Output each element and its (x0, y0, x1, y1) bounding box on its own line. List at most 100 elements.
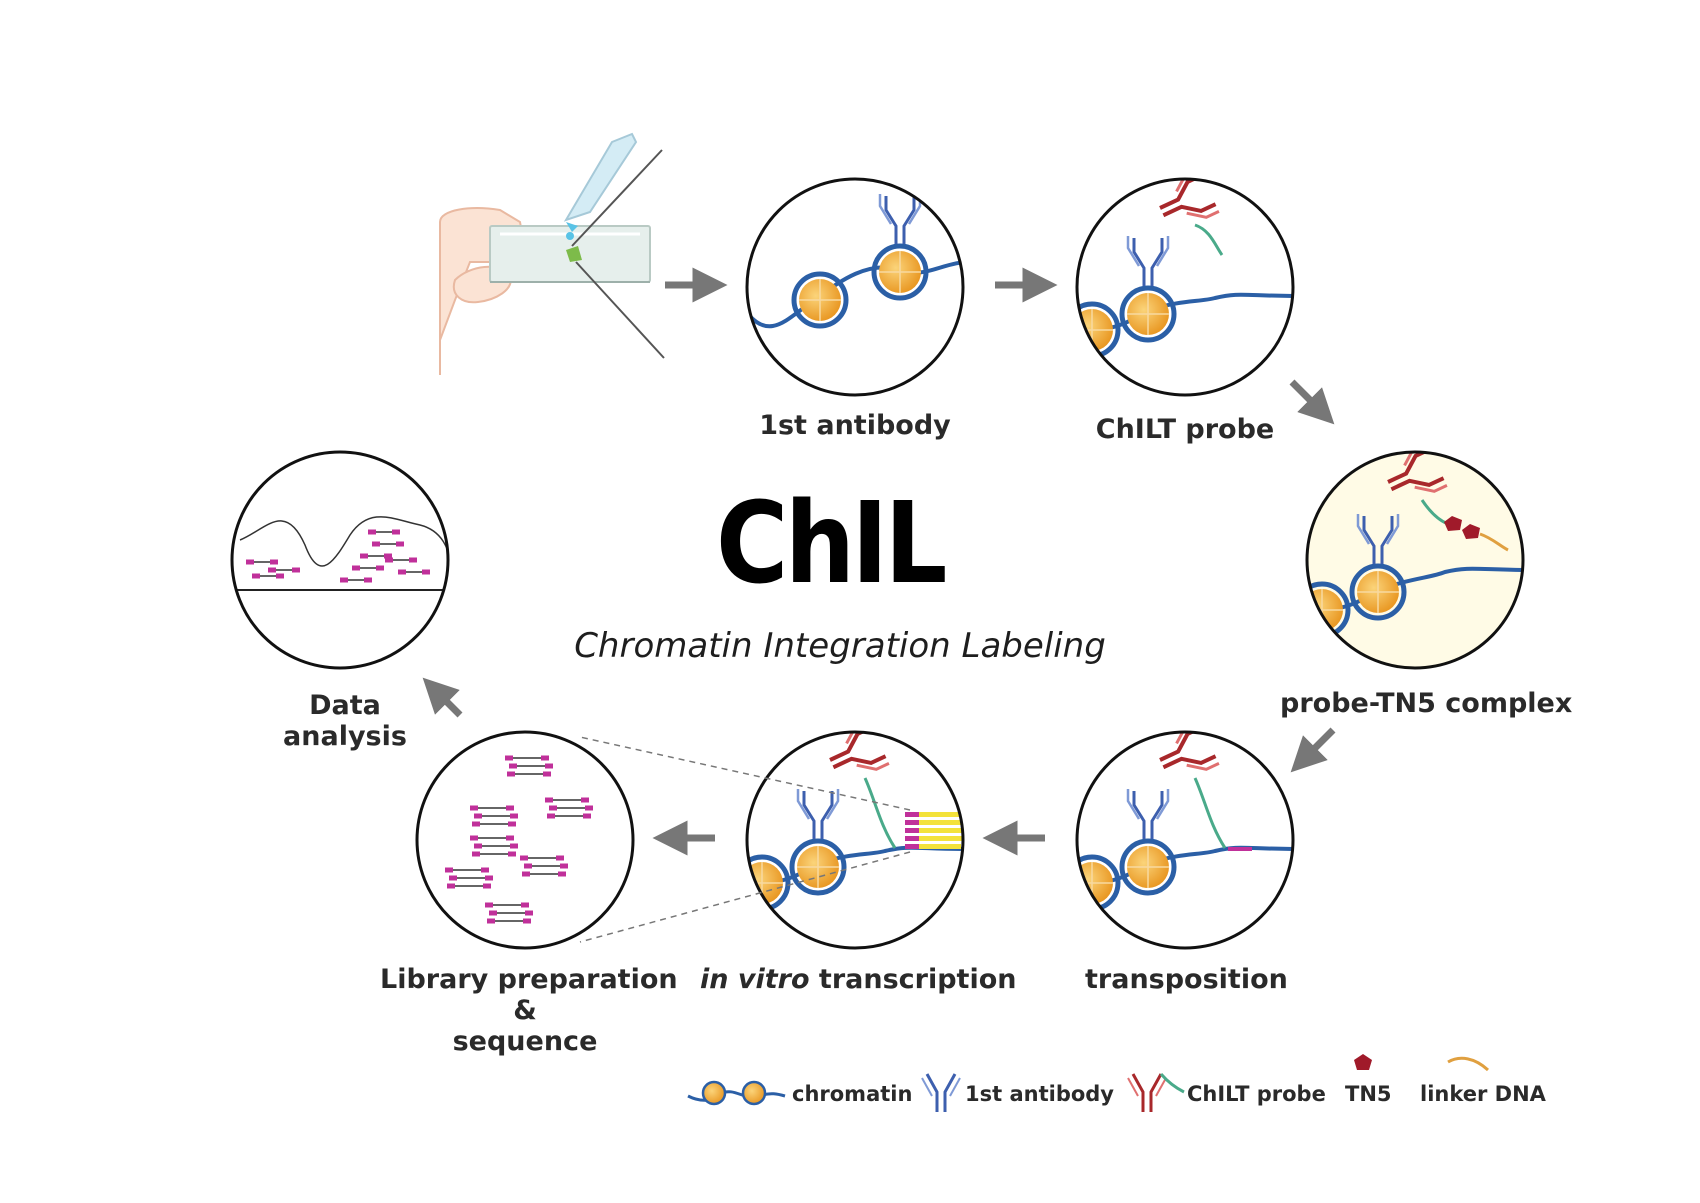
read-cap (368, 529, 376, 535)
read-cap (474, 843, 482, 849)
legend-antibody-label: 1st antibody (965, 1082, 1114, 1106)
read-cap (252, 573, 260, 579)
label-in-vitro-italic: in vitro (700, 964, 810, 995)
read-cap (543, 771, 551, 777)
read-cap (487, 918, 495, 924)
read-cap (510, 843, 518, 849)
read-cap (392, 529, 400, 535)
label-library-preparation: Library preparation & sequence (380, 964, 678, 1057)
read-cap (560, 863, 568, 869)
read-cap (508, 851, 516, 857)
read-cap (409, 557, 417, 563)
read-cap (506, 805, 514, 811)
step-complex-circle (1305, 450, 1525, 670)
read-cap (522, 871, 530, 877)
read-cap (549, 805, 557, 811)
read-cap (520, 855, 528, 861)
read-cap (372, 541, 380, 547)
read-cap (449, 875, 457, 881)
read-cap (483, 883, 491, 889)
legend-probe-label: ChILT probe (1187, 1082, 1326, 1106)
read-cap (508, 821, 516, 827)
arrow-4 (1290, 727, 1336, 773)
read-cap (541, 755, 549, 761)
read-cap (585, 805, 593, 811)
tissue-slide-illustration (439, 132, 665, 375)
read-cap (360, 553, 368, 559)
read-cap (506, 835, 514, 841)
step-library-circle (415, 730, 635, 950)
read-cap (481, 867, 489, 873)
read-cap (485, 902, 493, 908)
read-cap (292, 567, 300, 573)
label-1st-antibody: 1st antibody (759, 410, 951, 441)
read-cap (558, 871, 566, 877)
read-cap (352, 565, 360, 571)
step-ivt-circle (745, 730, 965, 950)
legend-linker-icon (1447, 1056, 1490, 1072)
read-cap (270, 559, 278, 565)
label-data-line2: analysis (283, 721, 407, 752)
read-cap (507, 771, 515, 777)
read-cap (422, 569, 430, 575)
diagram-subtitle: Chromatin Integration Labeling (574, 626, 1106, 666)
read-cap (470, 805, 478, 811)
read-cap (472, 851, 480, 857)
legend-tn5-label: TN5 (1345, 1082, 1392, 1106)
step-antibody-circle (745, 177, 965, 397)
read-cap (581, 797, 589, 803)
read-cap (525, 910, 533, 916)
read-cap (376, 565, 384, 571)
label-library-line1: Library preparation (380, 964, 678, 995)
label-probe-tn5-complex: probe-TN5 complex (1280, 688, 1573, 719)
label-transposition: transposition (1085, 964, 1288, 995)
step-transposition-circle (1075, 730, 1295, 950)
read-cap (545, 797, 553, 803)
label-chilt-probe: ChILT probe (1095, 414, 1275, 445)
label-library-line2: & (513, 995, 537, 1026)
read-cap (489, 910, 497, 916)
arrow-3 (1289, 379, 1335, 425)
flow-arrows (422, 267, 1336, 856)
label-data-analysis: Data analysis (270, 690, 420, 752)
read-cap (583, 813, 591, 819)
read-cap (447, 883, 455, 889)
legend-antibody-icon (921, 1073, 961, 1112)
read-cap (364, 577, 372, 583)
legend-probe-icon (1127, 1073, 1185, 1112)
label-transcription: transcription (809, 964, 1017, 995)
read-cap (445, 867, 453, 873)
read-cap (398, 569, 406, 575)
diagram-title: ChIL (716, 479, 947, 609)
read-cap (485, 875, 493, 881)
read-cap (547, 813, 555, 819)
read-cap (396, 541, 404, 547)
read-cap (340, 577, 348, 583)
read-cap (523, 918, 531, 924)
read-cap (474, 813, 482, 819)
read-cap (472, 821, 480, 827)
read-cap (246, 559, 254, 565)
label-library-line3: sequence (452, 1026, 598, 1057)
read-cap (505, 755, 513, 761)
read-cap (509, 763, 517, 769)
read-cap (470, 835, 478, 841)
label-data-line1: Data (309, 690, 381, 721)
read-cap (556, 855, 564, 861)
read-cap (384, 553, 392, 559)
legend-linker-label: linker DNA (1420, 1082, 1546, 1106)
step-data-circle (230, 450, 450, 670)
read-cap (385, 557, 393, 563)
legend-tn5-icon (1354, 1054, 1372, 1070)
read-cap (521, 902, 529, 908)
legend-chromatin-icon (687, 1080, 786, 1106)
step-chilt-probe-circle (1075, 177, 1295, 397)
legend-chromatin-label: chromatin (792, 1082, 913, 1106)
read-cap (268, 567, 276, 573)
label-in-vitro-transcription: in vitro transcription (700, 964, 1017, 995)
read-cap (545, 763, 553, 769)
transcript-bundle (905, 812, 963, 849)
arrow-7 (422, 677, 463, 718)
